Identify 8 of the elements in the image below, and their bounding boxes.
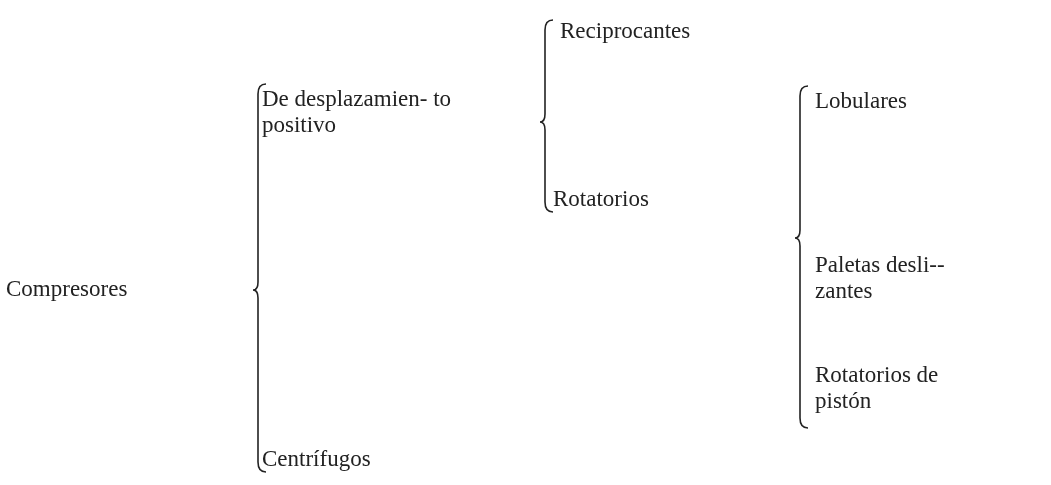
category-label: De desplazamien- to positivo xyxy=(262,86,453,138)
category-label: Centrífugos xyxy=(262,446,372,472)
category-label: Lobulares xyxy=(815,88,908,114)
category-label: Reciprocantes xyxy=(560,18,692,44)
category-label: Paletas desli-- zantes xyxy=(815,252,946,304)
category-label: Rotatorios de pistón xyxy=(815,362,940,414)
category-label: Compresores xyxy=(6,276,129,302)
category-label: Rotatorios xyxy=(553,186,650,212)
